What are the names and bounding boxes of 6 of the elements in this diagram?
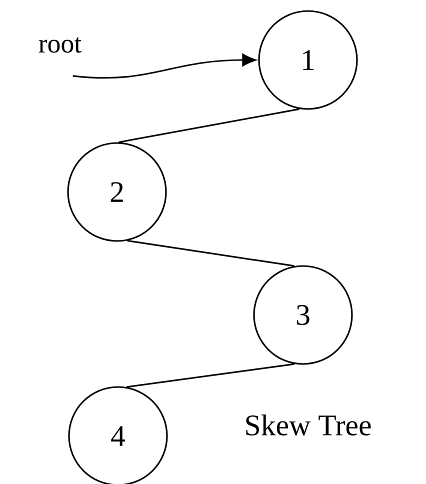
connector-line <box>118 108 300 144</box>
caption-text: Skew Tree <box>246 414 371 436</box>
connector-line <box>126 363 294 388</box>
connector-line <box>127 240 294 267</box>
pointer-arrow <box>72 54 256 79</box>
root-label: root <box>38 37 82 53</box>
